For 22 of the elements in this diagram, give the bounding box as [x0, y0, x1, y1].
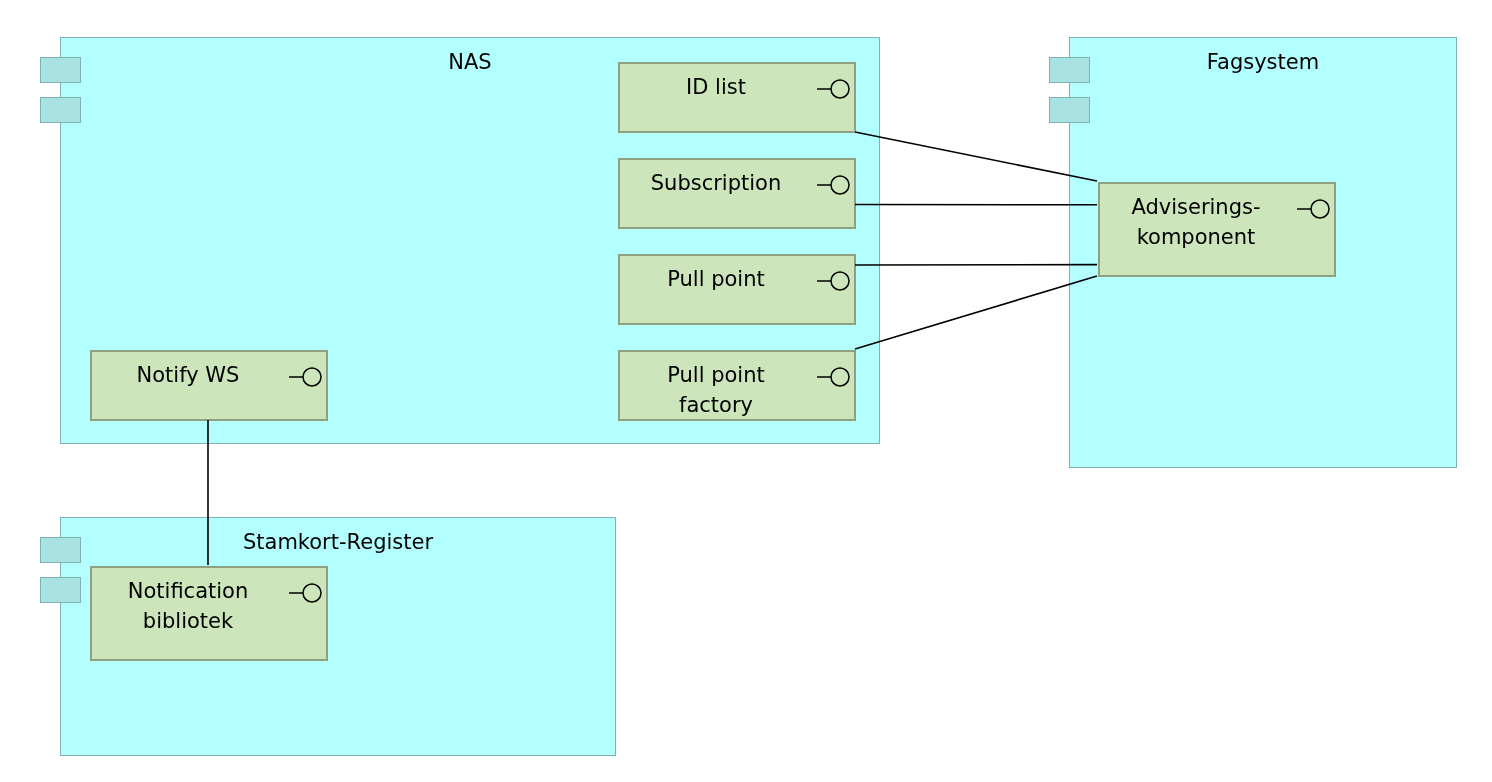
component-box [90, 566, 328, 661]
component-label: Adviserings- komponent [1130, 194, 1262, 251]
container-title: NAS [448, 50, 492, 74]
component-label: Pull point [667, 266, 765, 293]
connector-line [854, 203, 1098, 206]
component-label: Notification bibliotek [126, 578, 250, 635]
connector-line [854, 263, 1098, 266]
component-box [618, 350, 856, 421]
component-box [1098, 182, 1336, 277]
container-title: Stamkort-Register [242, 530, 434, 554]
connector-line [207, 419, 209, 566]
component-label: Notify WS [136, 362, 240, 389]
component-label: Pull point factory [666, 362, 766, 419]
component-box [90, 350, 328, 421]
component-label: ID list [686, 74, 746, 101]
component-box [618, 158, 856, 229]
component-box [618, 254, 856, 325]
connector-line [854, 275, 1098, 350]
connector-line [854, 131, 1098, 182]
component-box [618, 62, 856, 133]
component-label: Subscription [650, 170, 782, 197]
container-title: Fagsystem [1206, 50, 1320, 74]
